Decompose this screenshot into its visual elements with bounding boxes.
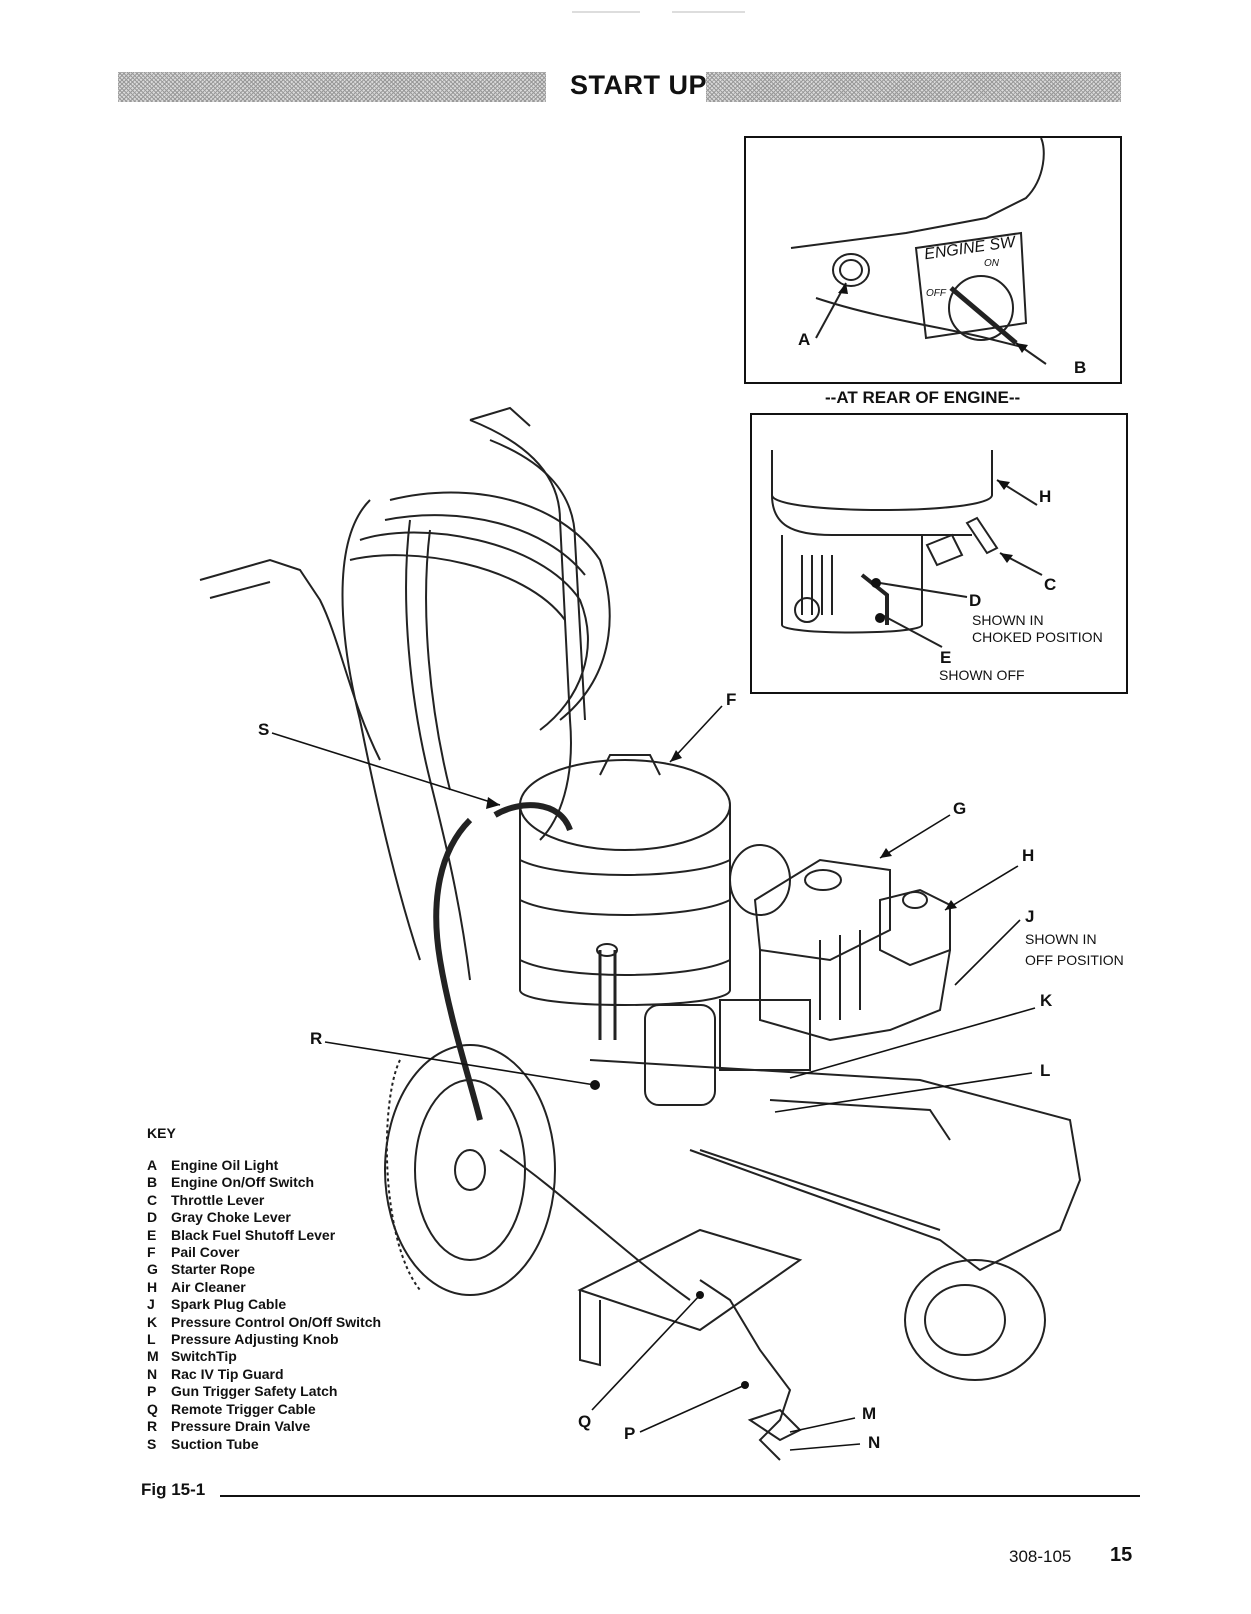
callout-s: S (258, 720, 270, 739)
engine-sw-on-text: ON (984, 258, 999, 269)
key-text: Pail Cover (171, 1244, 240, 1261)
callout-l: L (1040, 1061, 1051, 1080)
d-note-line2: CHOKED POSITION (972, 629, 1103, 645)
callout-e: E (940, 648, 952, 667)
key-item: J Spark Plug Cable (147, 1296, 381, 1313)
inset-caption: --AT REAR OF ENGINE-- (825, 388, 1021, 407)
page-title: START UP (570, 70, 707, 100)
key-item: H Air Cleaner (147, 1279, 381, 1296)
engine-sw-off-text: OFF (926, 288, 946, 299)
key-letter: H (147, 1278, 158, 1295)
header-rule-right (706, 72, 1121, 102)
key-text: Pressure Drain Valve (171, 1418, 311, 1435)
key-text: Suction Tube (171, 1435, 259, 1452)
j-note-line1: SHOWN IN (1025, 931, 1097, 947)
key-text: Throttle Lever (171, 1191, 265, 1208)
key-letter: M (147, 1348, 159, 1365)
key-text: Starter Rope (171, 1261, 256, 1278)
callout-b: B (1074, 358, 1087, 377)
key-item: D Gray Choke Lever (147, 1209, 381, 1226)
figure-label: Fig 15-1 (141, 1480, 206, 1499)
j-note-line2: OFF POSITION (1025, 952, 1124, 968)
key-text: Remote Trigger Cable (171, 1400, 316, 1417)
key-letter: A (147, 1157, 158, 1173)
key-text: Gun Trigger Safety Latch (171, 1383, 338, 1400)
key-item: F Pail Cover (147, 1244, 381, 1261)
callout-h-inset: H (1039, 487, 1052, 506)
callout-n: N (868, 1433, 881, 1452)
key-text: Pressure Adjusting Knob (171, 1331, 339, 1348)
key-item: K Pressure Control On/Off Switch (147, 1314, 381, 1331)
key-item: A Engine Oil Light (147, 1157, 381, 1174)
callout-a: A (798, 330, 811, 349)
key-text: Engine Oil Light (171, 1157, 279, 1173)
key-letter: K (147, 1313, 158, 1330)
callout-c: C (1044, 575, 1057, 594)
key-letter: F (147, 1244, 156, 1261)
document-number: 308-105 (1009, 1547, 1072, 1566)
key-item: N Rac IV Tip Guard (147, 1366, 381, 1383)
d-note-line1: SHOWN IN (972, 612, 1044, 628)
key-letter: D (147, 1209, 158, 1226)
key-letter: R (147, 1418, 158, 1435)
key-text: Pressure Control On/Off Switch (171, 1313, 382, 1330)
callout-g: G (953, 799, 967, 818)
key-letter: P (147, 1383, 157, 1400)
key-letter: L (147, 1331, 156, 1348)
key-item: R Pressure Drain Valve (147, 1418, 381, 1435)
key-letter: G (147, 1261, 158, 1278)
key-text: Black Fuel Shutoff Lever (171, 1226, 336, 1243)
callout-m: M (862, 1404, 877, 1423)
key-letter: C (147, 1191, 158, 1208)
key-item: S Suction Tube (147, 1436, 381, 1453)
key-text: Spark Plug Cable (171, 1296, 287, 1313)
key-text: Gray Choke Lever (171, 1209, 291, 1226)
key-text: Engine On/Off Switch (171, 1174, 315, 1191)
key-title: KEY (147, 1125, 176, 1141)
key-item: C Throttle Lever (147, 1192, 381, 1209)
key-letter: E (147, 1226, 157, 1243)
engine-switch-inset: ENGINE SW ON OFF A B (744, 136, 1122, 384)
choke-fuel-inset: H C D SHOWN IN CHOKED POSITION E SHOWN O… (750, 413, 1128, 694)
callout-h: H (1022, 846, 1035, 865)
key-text: Rac IV Tip Guard (171, 1365, 284, 1382)
key-letter: N (147, 1365, 158, 1382)
key-item: E Black Fuel Shutoff Lever (147, 1227, 381, 1244)
key-text: SwitchTip (171, 1348, 237, 1365)
key-text: Air Cleaner (171, 1278, 246, 1295)
key-item: G Starter Rope (147, 1261, 381, 1278)
callout-p: P (624, 1424, 636, 1443)
callout-q: Q (578, 1412, 592, 1431)
callout-r: R (310, 1029, 323, 1048)
callout-d: D (969, 591, 982, 610)
key-item: B Engine On/Off Switch (147, 1174, 381, 1191)
key-letter: Q (147, 1400, 158, 1417)
callout-f: F (726, 690, 737, 709)
header-rule-left (118, 72, 546, 102)
key-letter: S (147, 1435, 157, 1452)
key-item: P Gun Trigger Safety Latch (147, 1383, 381, 1400)
page-number: 15 (1110, 1544, 1133, 1566)
key-item: Q Remote Trigger Cable (147, 1401, 381, 1418)
e-note: SHOWN OFF (939, 667, 1025, 683)
key-letter: J (147, 1296, 155, 1313)
key-item: L Pressure Adjusting Knob (147, 1331, 381, 1348)
callout-k: K (1040, 991, 1053, 1010)
key-item: M SwitchTip (147, 1348, 381, 1365)
key-letter: B (147, 1174, 158, 1191)
callout-j: J (1025, 907, 1035, 926)
